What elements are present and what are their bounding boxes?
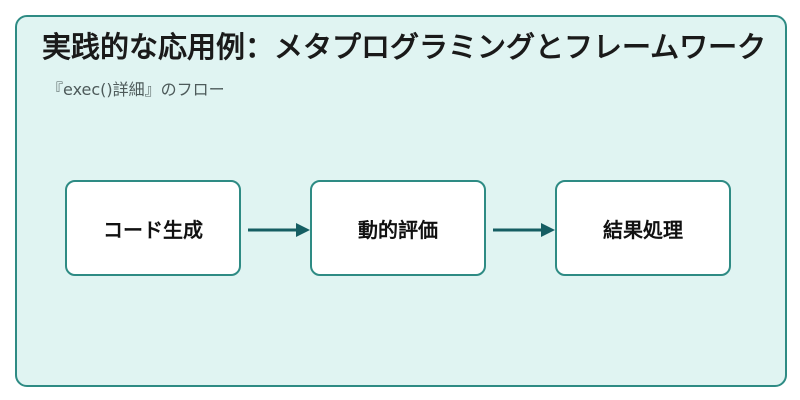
page-subtitle: 『exec()詳細』のフロー <box>47 80 225 99</box>
flow-node-dynamic-evaluation: 動的評価 <box>310 180 486 276</box>
flow-node-code-generation: コード生成 <box>65 180 241 276</box>
flow-arrow-right-icon <box>493 223 555 237</box>
flow-node-label: コード生成 <box>103 217 203 242</box>
page-title: 実践的な応用例：メタプログラミングとフレームワーク <box>42 30 767 64</box>
flow-node-label: 動的評価 <box>358 217 438 242</box>
flow-arrow-right-icon <box>248 223 310 237</box>
flow-node-label: 結果処理 <box>603 217 683 242</box>
flow-node-result-processing: 結果処理 <box>555 180 731 276</box>
